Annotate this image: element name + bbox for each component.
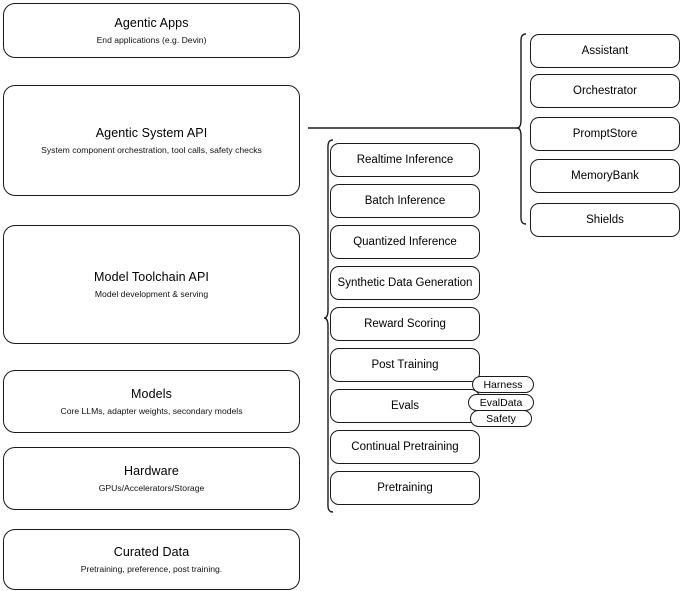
toolchain-item-pretraining[interactable]: Pretraining (330, 471, 480, 505)
layer-title: Models (131, 386, 172, 401)
toolchain-item-label: Realtime Inference (356, 154, 454, 166)
system-item-shields[interactable]: Shields (530, 203, 680, 237)
toolchain-item-evals[interactable]: Evals (330, 389, 480, 423)
toolchain-item-label: Batch Inference (364, 195, 446, 207)
layer-hardware[interactable]: Hardware GPUs/Accelerators/Storage (3, 447, 300, 510)
evals-subcomponent-harness[interactable]: Harness (472, 376, 534, 393)
toolchain-item-label: Pretraining (377, 482, 433, 494)
system-item-label: MemoryBank (571, 170, 639, 182)
evals-subcomponent-label: Harness (483, 378, 523, 391)
evals-subcomponent-label: Safety (486, 412, 516, 425)
toolchain-item-synthetic-data-generation[interactable]: Synthetic Data Generation (330, 266, 480, 300)
layer-subtitle: GPUs/Accelerators/Storage (98, 482, 205, 493)
system-components-brace (516, 33, 527, 225)
evals-subcomponent-safety[interactable]: Safety (470, 410, 532, 427)
layer-agentic-apps[interactable]: Agentic Apps End applications (e.g. Devi… (3, 3, 300, 58)
toolchain-item-batch-inference[interactable]: Batch Inference (330, 184, 480, 218)
layer-subtitle: Core LLMs, adapter weights, secondary mo… (60, 405, 243, 416)
toolchain-item-label: Continual Pretraining (351, 441, 459, 453)
evals-subcomponent-evaldata[interactable]: EvalData (468, 394, 534, 411)
layer-title: Hardware (124, 463, 179, 478)
toolchain-item-reward-scoring[interactable]: Reward Scoring (330, 307, 480, 341)
toolchain-item-label: Quantized Inference (353, 236, 457, 248)
layer-subtitle: Model development & serving (94, 288, 209, 299)
system-item-label: Shields (586, 214, 624, 226)
toolchain-item-quantized-inference[interactable]: Quantized Inference (330, 225, 480, 259)
toolchain-item-label: Synthetic Data Generation (337, 277, 473, 289)
system-item-label: Orchestrator (573, 85, 637, 97)
evals-subcomponent-label: EvalData (479, 396, 523, 409)
toolchain-item-post-training[interactable]: Post Training (330, 348, 480, 382)
layer-subtitle: System component orchestration, tool cal… (41, 144, 262, 155)
system-item-assistant[interactable]: Assistant (530, 34, 680, 68)
toolchain-item-label: Evals (390, 400, 420, 412)
system-item-promptstore[interactable]: PromptStore (530, 117, 680, 151)
layer-subtitle: Pretraining, preference, post training. (80, 563, 223, 574)
layer-agentic-system-api[interactable]: Agentic System API System component orch… (3, 85, 300, 196)
layer-model-toolchain-api[interactable]: Model Toolchain API Model development & … (3, 225, 300, 344)
layer-title: Agentic System API (95, 125, 208, 140)
toolchain-item-label: Post Training (371, 359, 439, 371)
system-item-label: Assistant (581, 45, 629, 57)
system-item-orchestrator[interactable]: Orchestrator (530, 74, 680, 108)
toolchain-item-continual-pretraining[interactable]: Continual Pretraining (330, 430, 480, 464)
system-item-memorybank[interactable]: MemoryBank (530, 159, 680, 193)
layer-title: Model Toolchain API (94, 269, 209, 284)
toolchain-item-label: Reward Scoring (364, 318, 446, 330)
layer-subtitle: End applications (e.g. Devin) (96, 34, 207, 45)
toolchain-item-realtime-inference[interactable]: Realtime Inference (330, 143, 480, 177)
layer-title: Curated Data (113, 544, 190, 559)
system-item-label: PromptStore (572, 128, 638, 140)
layer-models[interactable]: Models Core LLMs, adapter weights, secon… (3, 370, 300, 433)
layer-curated-data[interactable]: Curated Data Pretraining, preference, po… (3, 529, 300, 590)
layer-title: Agentic Apps (114, 15, 189, 30)
